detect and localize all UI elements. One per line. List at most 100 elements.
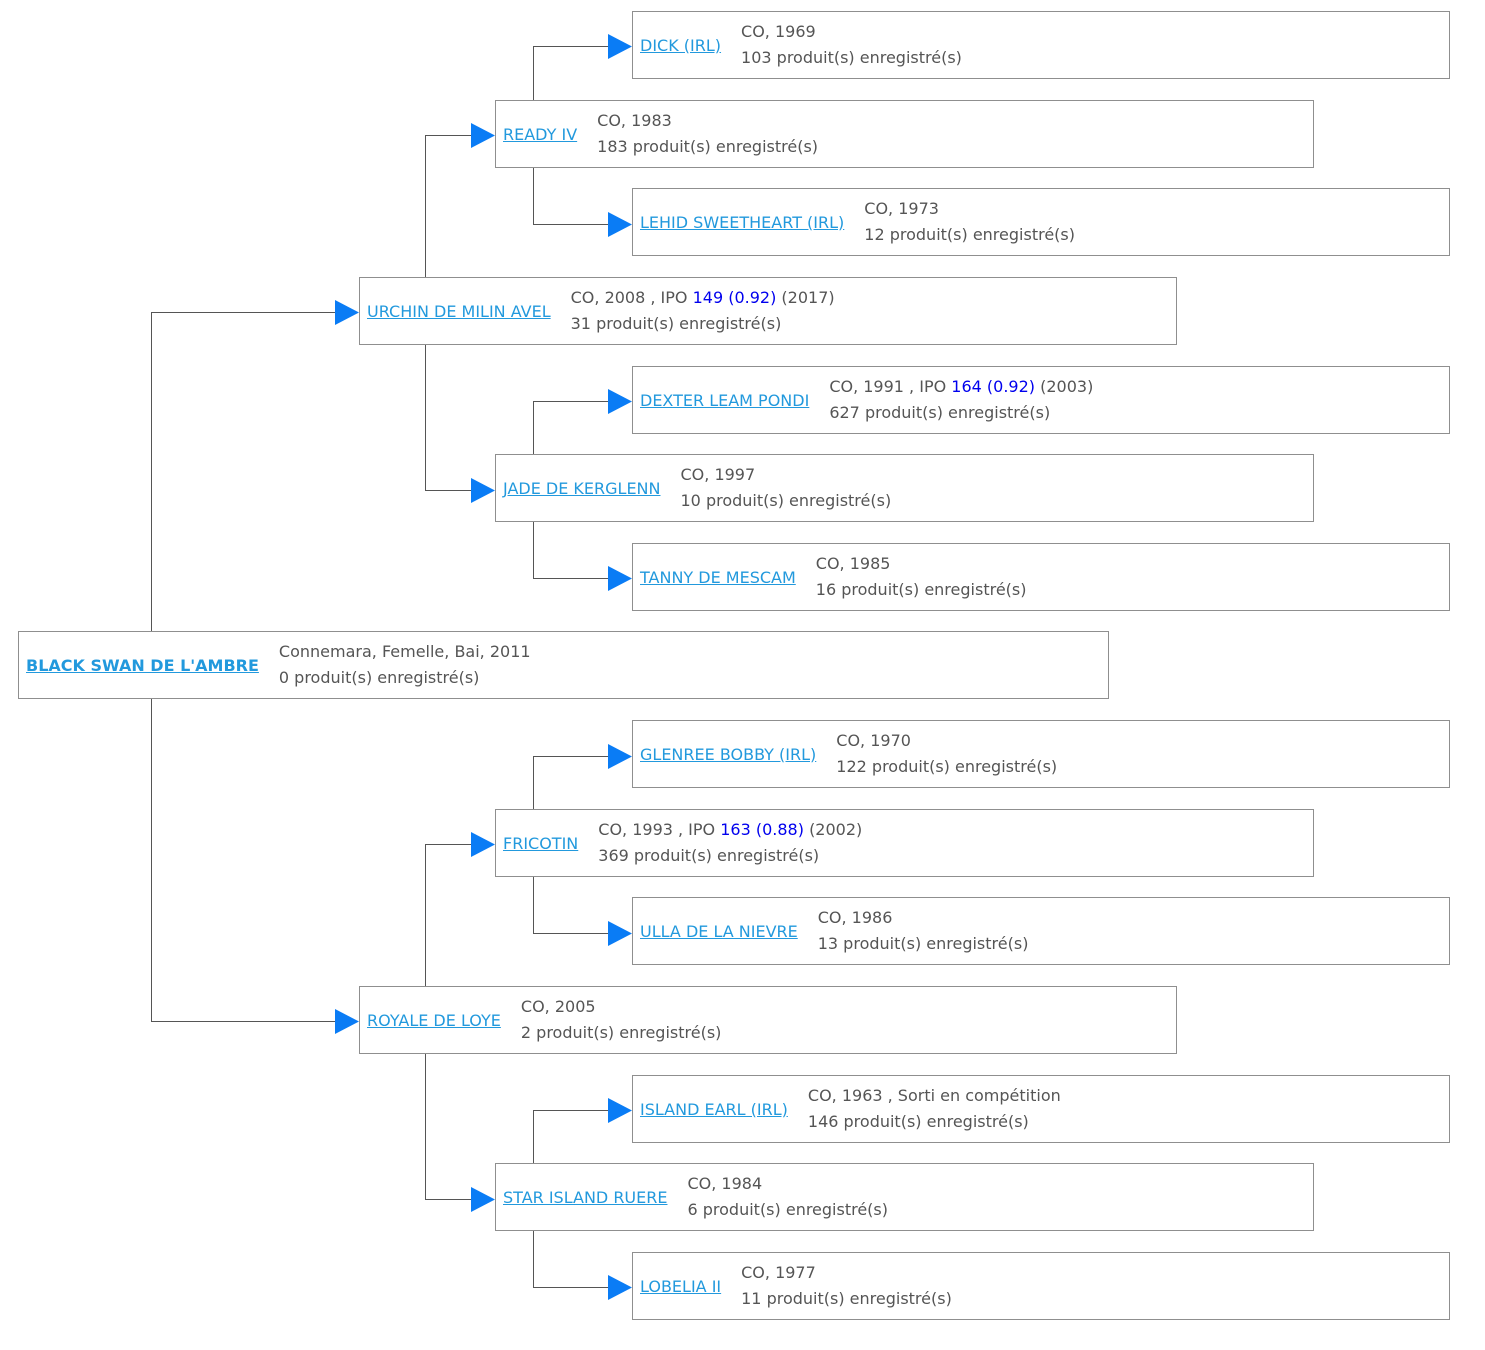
connector-line [425, 135, 471, 277]
connector-line [533, 46, 608, 100]
horse-info: CO, 1983 183 produit(s) enregistré(s) [597, 108, 818, 160]
horse-name-link[interactable]: STAR ISLAND RUERE [503, 1187, 668, 1207]
horse-products: 6 produit(s) enregistré(s) [687, 1200, 888, 1219]
horse-name-link[interactable]: READY IV [503, 124, 578, 144]
ipo-year: (2017) [781, 288, 835, 307]
horse-card-dam-dam-sire: ISLAND EARL (IRL) CO, 1963 , Sorti en co… [632, 1075, 1450, 1143]
connector-line [533, 1110, 608, 1163]
horse-name-link[interactable]: LEHID SWEETHEART (IRL) [640, 212, 845, 232]
ipo-year: (2002) [809, 820, 863, 839]
horse-card-sire: URCHIN DE MILIN AVEL CO, 2008 , IPO 149 … [359, 277, 1177, 345]
connector-line [425, 844, 471, 986]
horse-details: CO, 1997 [680, 465, 756, 484]
horse-name-link[interactable]: TANNY DE MESCAM [640, 567, 796, 587]
ipo-value: 149 (0.92) [692, 288, 777, 307]
horse-products: 0 produit(s) enregistré(s) [278, 668, 480, 687]
horse-info: CO, 1986 13 produit(s) enregistré(s) [818, 905, 1029, 957]
horse-products: 103 produit(s) enregistré(s) [741, 48, 962, 67]
horse-details: CO, 1993 , IPO [598, 820, 716, 839]
horse-details: CO, 1977 [741, 1263, 816, 1282]
arrow-right-icon [471, 478, 495, 503]
horse-details: CO, 2008 , IPO [570, 288, 688, 307]
horse-products: 12 produit(s) enregistré(s) [864, 225, 1075, 244]
arrow-right-icon [608, 1275, 632, 1300]
horse-info: CO, 1991 , IPO 164 (0.92) (2003) 627 pro… [829, 374, 1093, 426]
horse-products: 183 produit(s) enregistré(s) [597, 137, 819, 156]
arrow-right-icon [471, 123, 495, 148]
horse-card-sire-sire-dam: LEHID SWEETHEART (IRL) CO, 1973 12 produ… [632, 188, 1450, 256]
horse-info: CO, 1993 , IPO 163 (0.88) (2002) 369 pro… [598, 817, 862, 869]
horse-name-link[interactable]: ROYALE DE LOYE [367, 1010, 501, 1030]
horse-info: Connemara, Femelle, Bai, 2011 0 produit(… [279, 639, 531, 691]
horse-card-sire-dam: JADE DE KERGLENN CO, 1997 10 produit(s) … [495, 454, 1314, 522]
horse-name-link[interactable]: DICK (IRL) [640, 35, 722, 55]
horse-card-dam-sire-dam: ULLA DE LA NIEVRE CO, 1986 13 produit(s)… [632, 897, 1450, 965]
arrow-right-icon [608, 566, 632, 591]
horse-card-dam-sire-sire: GLENREE BOBBY (IRL) CO, 1970 122 produit… [632, 720, 1450, 788]
horse-products: 627 produit(s) enregistré(s) [829, 403, 1051, 422]
horse-info: CO, 2008 , IPO 149 (0.92) (2017) 31 prod… [571, 285, 835, 337]
horse-details: CO, 1970 [836, 731, 911, 750]
horse-info: CO, 1970 122 produit(s) enregistré(s) [836, 728, 1057, 780]
connector-line [533, 168, 608, 225]
horse-details: Connemara, Femelle, Bai, 2011 [278, 642, 531, 661]
horse-info: CO, 1969 103 produit(s) enregistré(s) [741, 19, 962, 71]
horse-info: CO, 2005 2 produit(s) enregistré(s) [521, 994, 722, 1046]
horse-products: 2 produit(s) enregistré(s) [520, 1023, 722, 1042]
arrow-right-icon [335, 300, 359, 325]
horse-details: CO, 1991 , IPO [829, 377, 947, 396]
horse-details: CO, 1985 [815, 554, 891, 573]
horse-card-dam-sire: FRICOTIN CO, 1993 , IPO 163 (0.88) (2002… [495, 809, 1314, 877]
horse-details: CO, 2005 [520, 997, 596, 1016]
horse-card-dam-dam: STAR ISLAND RUERE CO, 1984 6 produit(s) … [495, 1163, 1314, 1231]
horse-name-link[interactable]: FRICOTIN [503, 833, 579, 853]
horse-name-link[interactable]: LOBELIA II [640, 1276, 722, 1296]
arrow-right-icon [608, 744, 632, 769]
horse-card-sire-sire-sire: DICK (IRL) CO, 1969 103 produit(s) enreg… [632, 11, 1450, 79]
horse-info: CO, 1984 6 produit(s) enregistré(s) [687, 1171, 888, 1223]
horse-name-link[interactable]: JADE DE KERGLENN [503, 478, 661, 498]
connector-line [425, 1054, 471, 1200]
horse-details: CO, 1969 [741, 22, 816, 41]
horse-name-link[interactable]: ULLA DE LA NIEVRE [640, 921, 798, 941]
horse-info: CO, 1963 , Sorti en compétition 146 prod… [808, 1083, 1061, 1135]
arrow-right-icon [335, 1009, 359, 1034]
connector-line [151, 699, 335, 1022]
horse-name-link[interactable]: GLENREE BOBBY (IRL) [640, 744, 817, 764]
connector-line [425, 345, 471, 491]
horse-card-dam: ROYALE DE LOYE CO, 2005 2 produit(s) enr… [359, 986, 1177, 1054]
horse-info: CO, 1997 10 produit(s) enregistré(s) [681, 462, 892, 514]
arrow-right-icon [608, 921, 632, 946]
horse-details: CO, 1973 [864, 199, 939, 218]
ipo-value: 164 (0.92) [951, 377, 1036, 396]
connector-line [533, 756, 608, 809]
horse-name-link[interactable]: DEXTER LEAM PONDI [640, 390, 810, 410]
horse-products: 31 produit(s) enregistré(s) [570, 314, 782, 333]
horse-info: CO, 1985 16 produit(s) enregistré(s) [816, 551, 1027, 603]
horse-card-sire-dam-dam: TANNY DE MESCAM CO, 1985 16 produit(s) e… [632, 543, 1450, 611]
horse-details: CO, 1984 [687, 1174, 763, 1193]
horse-details: CO, 1986 [817, 908, 893, 927]
connector-line [151, 312, 335, 631]
arrow-right-icon [608, 1098, 632, 1123]
horse-name-link[interactable]: BLACK SWAN DE L'AMBRE [26, 655, 259, 675]
arrow-right-icon [471, 1187, 495, 1212]
connector-line [533, 522, 608, 579]
horse-products: 11 produit(s) enregistré(s) [741, 1289, 952, 1308]
horse-name-link[interactable]: ISLAND EARL (IRL) [640, 1099, 788, 1119]
horse-card-dam-dam-dam: LOBELIA II CO, 1977 11 produit(s) enregi… [632, 1252, 1450, 1320]
connector-line [533, 1231, 608, 1288]
horse-info: CO, 1973 12 produit(s) enregistré(s) [864, 196, 1075, 248]
ipo-year: (2003) [1040, 377, 1094, 396]
horse-name-link[interactable]: URCHIN DE MILIN AVEL [367, 301, 551, 321]
horse-products: 10 produit(s) enregistré(s) [680, 491, 892, 510]
horse-details: CO, 1963 , Sorti en compétition [807, 1086, 1061, 1105]
horse-products: 122 produit(s) enregistré(s) [836, 757, 1058, 776]
horse-products: 146 produit(s) enregistré(s) [807, 1112, 1029, 1131]
horse-products: 13 produit(s) enregistré(s) [817, 934, 1029, 953]
arrow-right-icon [608, 212, 632, 237]
horse-products: 369 produit(s) enregistré(s) [598, 846, 820, 865]
horse-card-sire-dam-sire: DEXTER LEAM PONDI CO, 1991 , IPO 164 (0.… [632, 366, 1450, 434]
arrow-right-icon [608, 389, 632, 414]
